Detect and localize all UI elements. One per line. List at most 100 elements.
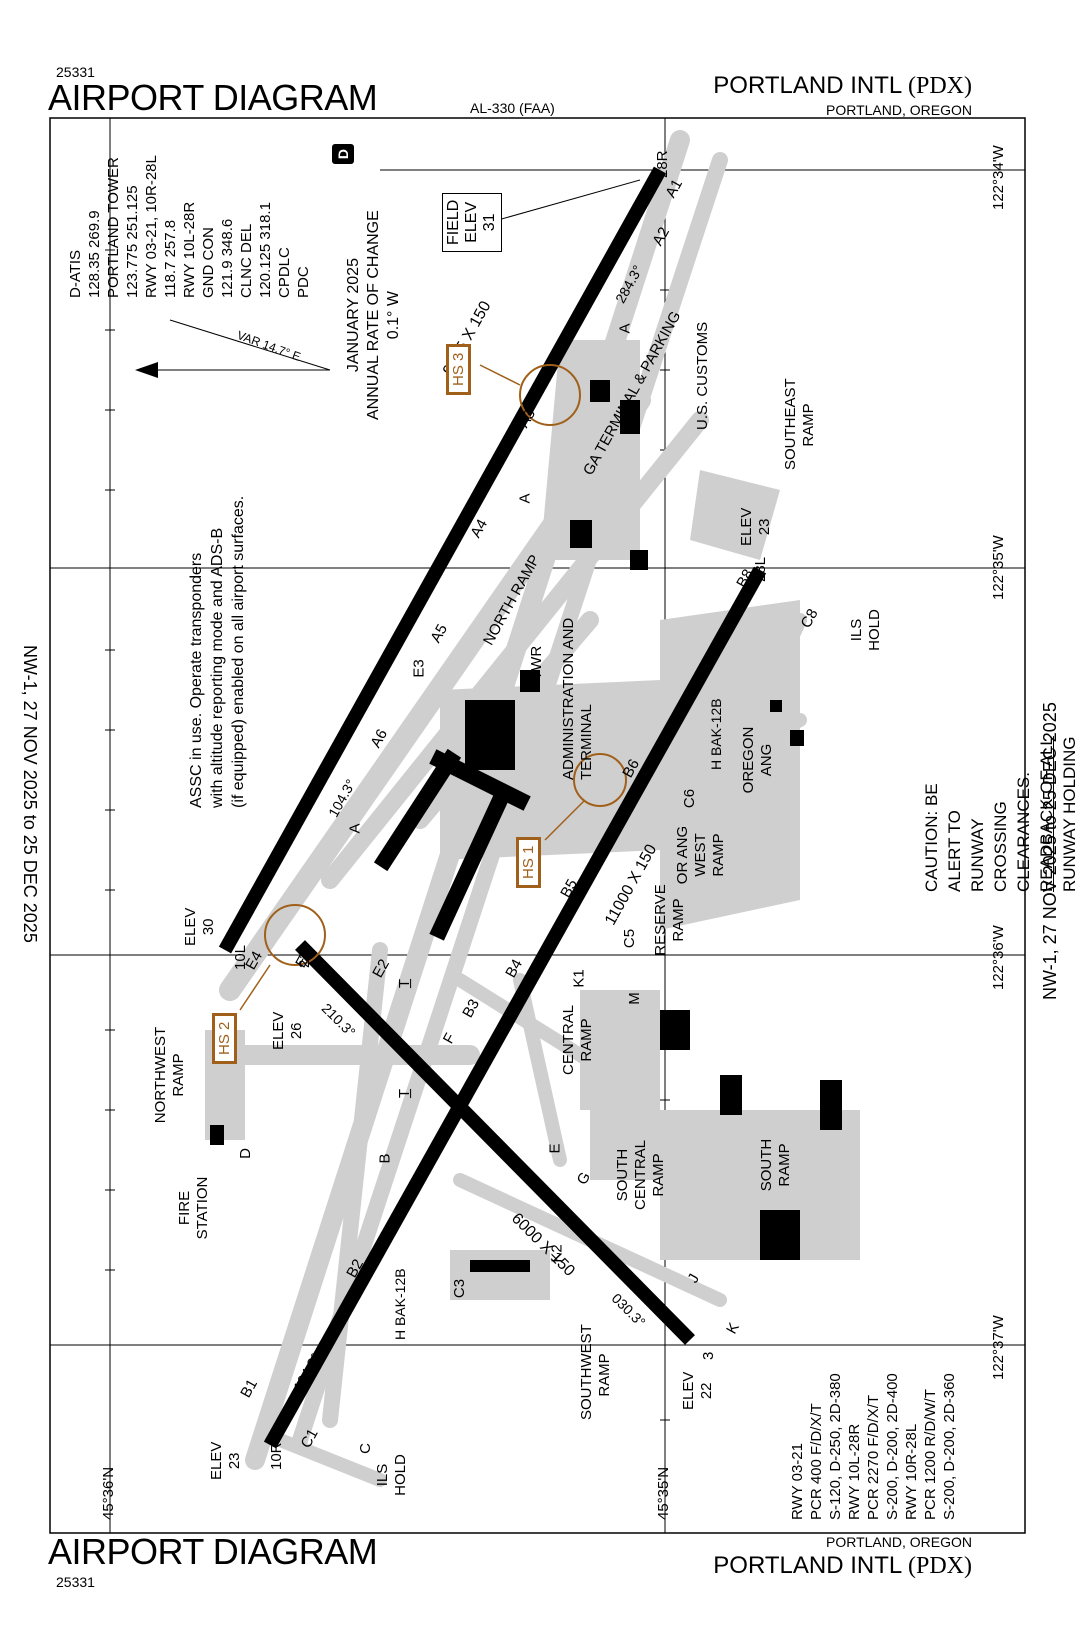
freq-line: 128.35 269.9 [86,210,103,298]
freq-line: 118.7 257.8 [162,219,179,298]
taxiway-label-e: E [546,1143,564,1154]
airport-id: (PDX) [908,1553,972,1579]
pcr-line: RWY 10L-28R [846,1423,863,1520]
diagram-frame [49,117,1026,1534]
label-bak12b-east: H BAK-12B [708,698,724,770]
city-top: PORTLAND, OREGON [826,102,972,118]
field-elevation-box: FIELD ELEV 31 [442,192,502,252]
elev-value: 23 [226,1452,243,1470]
taxiway-label-m-south: T [396,1088,414,1099]
page-title-top: AIRPORT DIAGRAM [48,77,378,118]
doc-number-bottom: 25331 [56,1574,95,1590]
caution-line: READBACK OF ALL RUNWAY HOLDING INSTRUCTI… [1037,736,1076,892]
freq-line: PDC [295,266,312,298]
pcr-line: RWY 03-21 [789,1443,806,1520]
taxiway-label-a-north: A [516,493,534,504]
city-bottom: PORTLAND, OREGON [826,1534,972,1550]
lat-label-1: 45°36'N [100,1466,117,1520]
taxiway-label-m: T [396,978,414,989]
freq-line: RWY 03-21, 10R-28L [143,155,160,298]
freq-line: 121.9 348.6 [219,218,236,298]
freq-line: PORTLAND TOWER [105,157,122,298]
assc-note-line: with altitude reporting mode and ADS-B [209,527,226,808]
runway-03-21 [295,940,695,1345]
runway-end-3: 3 [700,1351,717,1360]
pcr-line: S-200, D-200, 2D-400 [884,1373,901,1520]
southeast-ramp [690,470,780,560]
label-reserve-ramp: RESERVE RAMP [652,884,687,956]
label-ils-hold-east: ILS HOLD [848,609,883,651]
lon-label-1: 122°34'W [990,145,1007,210]
freq-line: 123.775 251.125 [124,185,141,298]
tower-building [520,670,540,692]
lon-label-2: 122°35'W [990,535,1007,600]
taxiway-label-a: A [346,823,364,834]
label-ils-hold-west: ILS HOLD [374,1454,409,1496]
taxiway-label-d: D [236,1148,254,1159]
lat-label-2: 45°35'N [655,1466,672,1520]
frequency-block: D-ATIS 128.35 269.9 PORTLAND TOWER 123.7… [66,155,313,298]
ga-terminal-ramp [540,340,640,560]
label-northwest-ramp: NORTHWEST RAMP [152,1026,187,1124]
hs1-circle [573,753,627,807]
airport-name: PORTLAND INTL [713,72,902,99]
elev-value: 22 [698,1382,715,1400]
runways [218,166,767,1449]
variation-note-line: JANUARY 2025 [345,258,362,373]
freq-line: 120.125 318.1 [257,202,274,298]
publisher: AL-330 (FAA) [470,100,555,116]
hotspot-hs1: HS 1 [516,836,541,888]
elev-value: 26 [288,1022,305,1040]
assc-note-line: (if equipped) enabled on all airport sur… [230,495,247,808]
caution-line: CAUTION: BE ALERT TO RUNWAY CROSSING CLE… [922,772,1033,892]
taxiway-label-g: K2 [548,1244,566,1263]
hotspot-hs2: HS 2 [212,1012,237,1064]
pcr-block: RWY 03-21 PCR 400 F/D/X/T S-120, D-250, … [788,1373,959,1520]
elev-value: 23 [756,518,773,536]
label-fire-station: FIRE STATION [176,1176,211,1240]
taxiway-label-b: B [376,1153,394,1164]
label-southeast-ramp: SOUTHEAST RAMP [782,378,817,470]
label-central-ramp: CENTRAL RAMP [560,1005,595,1076]
runway-end-10R: 10R [268,1442,285,1470]
hs3-circle [519,364,581,426]
field-elev-line: ELEV [463,201,480,243]
runway-end-28R: 28R [654,150,671,178]
hotspot-hs3: HS 3 [446,343,471,395]
taxiway-label-k: E3 [410,659,428,678]
taxiway-label-a-ne: A [616,323,634,334]
label-south-central-ramp: SOUTH CENTRAL RAMP [614,1140,667,1211]
airport-id: (PDX) [908,73,972,99]
label-oregon-ang: OREGON ANG [740,726,775,794]
pcr-line: PCR 400 F/D/X/T [808,1403,825,1520]
freq-line: CLNC DEL [238,223,255,298]
pcr-line: S-120, D-250, 2D-380 [827,1373,844,1520]
variation-arrow [135,319,331,378]
assc-note: ASSC in use. Operate transponders with a… [186,496,249,808]
airport-name-top: PORTLAND INTL (PDX) [713,72,972,100]
taxiway-label-c5: C5 [621,928,639,949]
lon-label-4: 122°37'W [990,1315,1007,1380]
freq-line: D-ATIS [67,249,84,298]
page-title-bottom: AIRPORT DIAGRAM [48,1531,378,1572]
concourses [373,748,531,941]
pcr-line: S-200, D-200, 2D-360 [941,1373,958,1520]
variation-note-line: 0.1° W [385,291,402,340]
label-southwest-ramp: SOUTHWEST RAMP [578,1324,613,1420]
variation-note-line: ANNUAL RATE OF CHANGE [365,210,382,420]
hs2-circle [264,904,326,966]
field-elev-leader [497,179,641,221]
pcr-line: PCR 2270 F/D/X/T [865,1394,882,1520]
terminal-building [465,700,515,770]
taxiway-label-c6: C6 [681,788,699,809]
south-central-ramp [590,1100,660,1180]
taxiway-label-j: M [625,992,643,1005]
freq-line: GND CON [200,227,217,298]
elev-label: ELEV [208,1441,225,1480]
pcr-line: PCR 1200 R/D/W/T [922,1389,939,1520]
